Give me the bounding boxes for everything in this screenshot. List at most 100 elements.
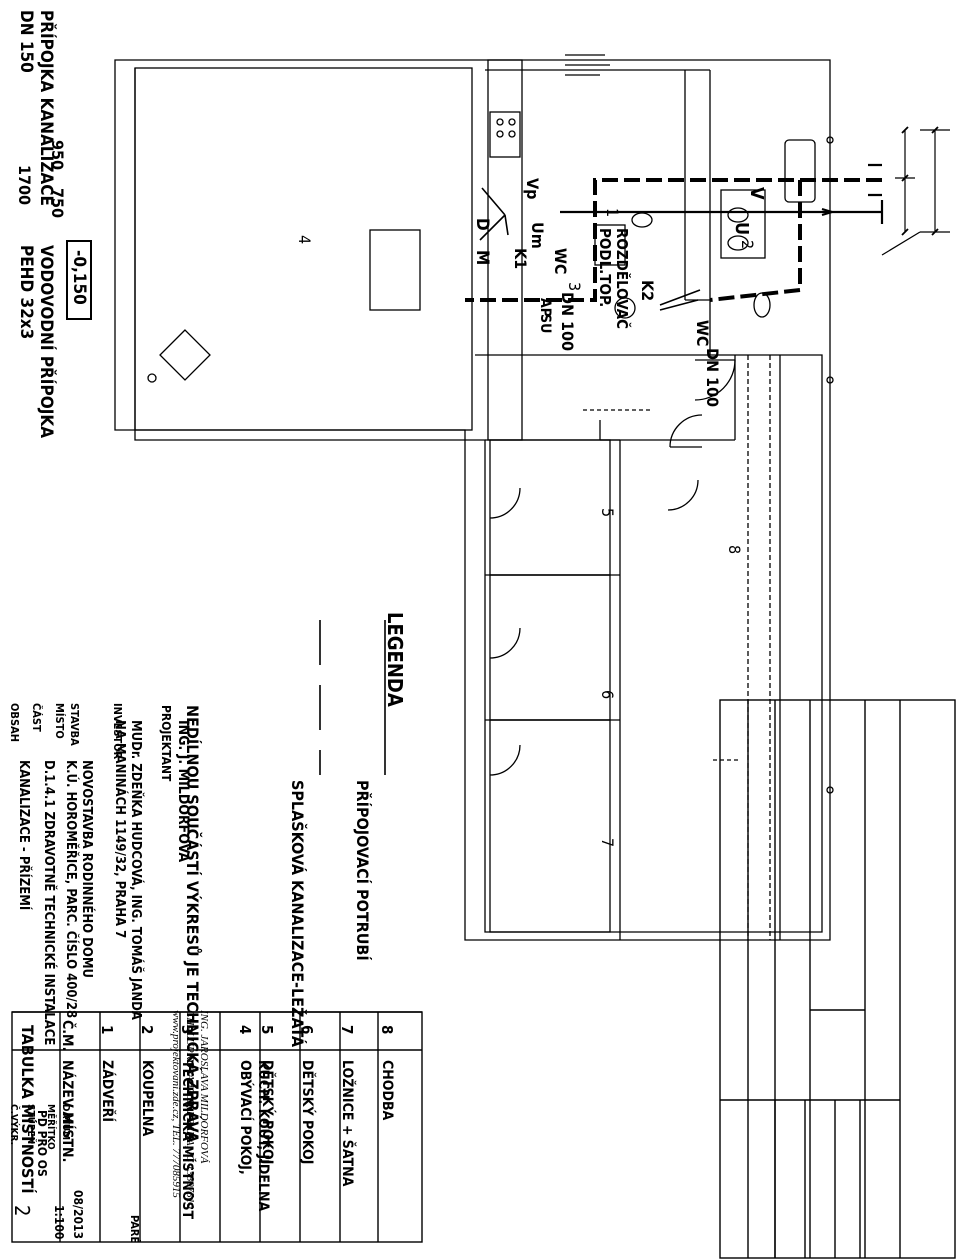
projektant-name: ING. J. MILDORFOVÁ (175, 720, 191, 863)
stupen-label: STUPEŇ (25, 1104, 36, 1145)
projektant-label: PROJEKTANT (159, 705, 173, 782)
room-table-num: 8 (378, 1025, 396, 1035)
dim-b: 750 (48, 188, 67, 219)
room-6-outline (489, 574, 611, 721)
legend-dashed-label: SPLAŠKOVÁ KANALIZACE-LEŽATÁ (288, 780, 307, 1048)
room-table-num: 5 (258, 1025, 276, 1035)
washbasin-unit (720, 189, 766, 259)
misto-label: MÍSTO (53, 703, 66, 739)
stavba-label: STAVBA (68, 703, 81, 746)
exterior-walls-inner (134, 68, 823, 933)
label-d: D (472, 218, 492, 231)
cvykr-value: 2 (10, 1205, 34, 1217)
label-v: V (746, 187, 767, 200)
stove (489, 111, 521, 158)
label-vp: Vp (523, 178, 542, 200)
room-number-4: 4 (295, 235, 314, 245)
room-number-1: 1 (603, 208, 622, 218)
exterior-marks (565, 54, 610, 76)
misto-value: K.Ú. HOROMĚŘICE, PARC. ČÍSLO 400/28 (63, 760, 78, 1019)
stavba-value: NOVOSTAVBA RODINNÉHO DOMU (79, 760, 94, 978)
label-k2: K2 (638, 280, 657, 302)
label-wc-2: WC (693, 320, 712, 347)
meritko-value: 1:100 (52, 1205, 66, 1240)
label-su: SU (537, 314, 553, 334)
door-arc (694, 359, 736, 401)
level-label: -0,150 (69, 250, 89, 305)
title-block-frame (719, 699, 956, 1259)
kitchen-counter (487, 59, 523, 441)
room-number-7: 7 (598, 838, 617, 848)
sewer-line-branch (709, 180, 802, 302)
room-table-name: ZÁDVEŘÍ (99, 1060, 115, 1123)
datum-value: 08/2013 (71, 1190, 85, 1240)
leader-water (881, 231, 921, 256)
room-table-name: KOUPELNA (139, 1060, 155, 1137)
level-box: -0,150 (66, 240, 92, 320)
label-k1: K1 (511, 248, 530, 270)
obsah-label: OBSAH (8, 703, 21, 743)
room-7-outline (489, 719, 611, 933)
room-table-num: 2 (138, 1025, 156, 1035)
room-table-name: DĚTSKÝ POKOJ (299, 1060, 315, 1165)
room-table-num: 4 (236, 1025, 254, 1035)
obsah-value: KANALIZACE - PŘÍZEMÍ (16, 760, 31, 911)
label-dn100-b: DN 100 (703, 348, 722, 408)
door-arc (669, 414, 703, 448)
door-arc (489, 744, 521, 776)
room-table-name: CHODBA (379, 1060, 395, 1121)
drain-arrows (479, 187, 509, 241)
room-5-outline (489, 439, 611, 576)
room-number-8: 8 (725, 545, 744, 555)
wet-zone-walls (475, 354, 736, 441)
exterior-walls (114, 59, 831, 941)
fireplace-symbol (159, 329, 211, 381)
boiler (614, 297, 636, 319)
label-um: Um (528, 222, 547, 249)
water-connection-label: VODOVODNÍ PŘÍPOJKA PEHD 32x3 (16, 245, 56, 439)
dim-a: 950 (48, 140, 67, 171)
datum-label: DATUM (60, 1104, 71, 1141)
room-number-5: 5 (598, 508, 617, 518)
wash-basin-tech (631, 212, 653, 228)
label-u: U (731, 222, 752, 236)
office-stamp: ING. JAROSLAVA MILDORFOVÁ CHALUPKOVA 136… (170, 1010, 211, 1209)
room-4-outline (134, 67, 473, 431)
label-dn100-a: DN 100 (558, 292, 577, 352)
room-table-num: 6 (298, 1025, 316, 1035)
room-table-name: LOŽNICE + ŠATNA (339, 1060, 355, 1187)
cast-label: ČÁST (30, 703, 43, 732)
room-table-num: 1 (98, 1025, 116, 1035)
pare-label: PARÉ (128, 1215, 141, 1244)
dim-total: 1700 (15, 165, 34, 206)
room-table-header-num: Č.M. (59, 1020, 75, 1052)
bath-wall-2 (684, 70, 710, 301)
legend-solid-label: PŘÍPOJOVACÍ POTRUBÍ (353, 780, 372, 961)
dining-table (369, 229, 421, 311)
door-arc (667, 479, 699, 511)
room-table-num: 7 (338, 1025, 356, 1035)
corridor-hidden-line (747, 355, 771, 940)
cast-value: D.1.4.1 ZDRAVOTNĚ TECHNICKÉ INSTALACE (41, 760, 56, 1046)
room-table-name: DĚTSKÝ POKOJ (259, 1060, 275, 1165)
toilet-2 (753, 292, 771, 318)
room-number-2: 2 (738, 240, 757, 250)
label-m: M (472, 250, 492, 266)
investor-names: MUDr. ZDEŇKA HUDCOVÁ, ING. TOMÁŠ JANDA N… (112, 720, 143, 1020)
sewer-line-main (465, 178, 882, 302)
cvykr-label: Č.VÝKR. (8, 1104, 19, 1146)
label-rozdelovac: ROZDĚLOVAČ PODL.TOP. (596, 228, 632, 329)
legend-title: LEGENDA (383, 612, 407, 707)
stupen-value: PD PRO OS (35, 1110, 49, 1177)
door-arc (489, 487, 521, 519)
room-number-6: 6 (598, 690, 617, 700)
dim-1700 (920, 129, 950, 233)
door-arc (489, 627, 521, 659)
room-number-3: 3 (565, 282, 584, 292)
dim-950-750 (895, 130, 915, 232)
room-table-name: OBÝVACÍ POKOJ, (237, 1060, 253, 1175)
label-wc-1: WC (551, 248, 570, 275)
